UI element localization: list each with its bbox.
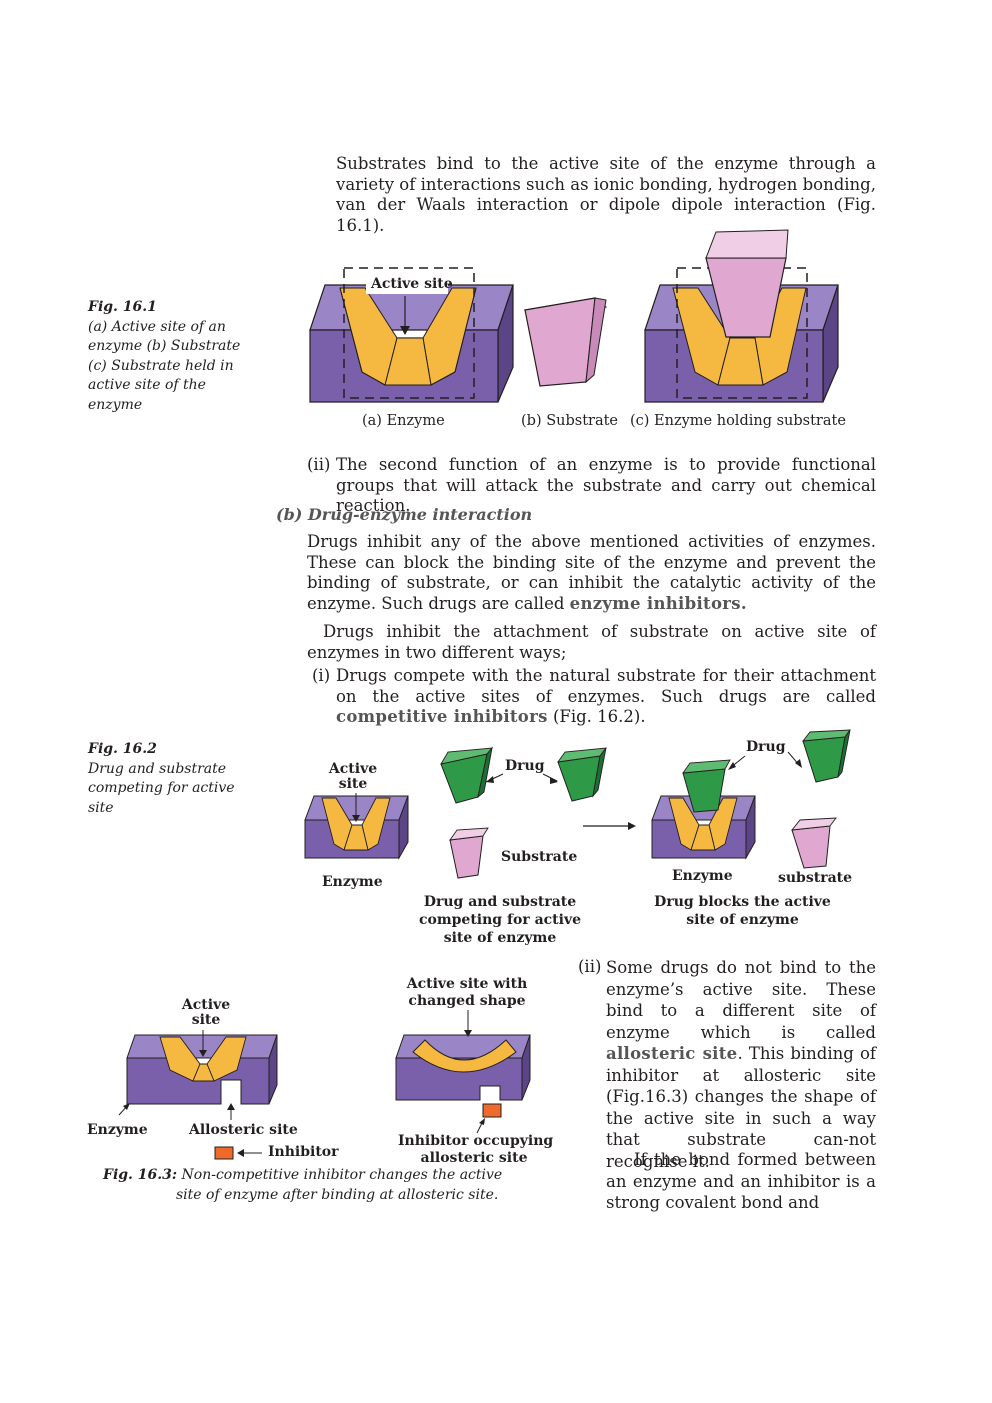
point-ii-text: The second function of an enzyme is to p…: [336, 455, 876, 515]
label-b-substrate: (b) Substrate: [521, 413, 619, 429]
inhibitor-occupying-label: Inhibitor occupying allosteric site: [398, 1133, 554, 1167]
allosteric-site-label: Allosteric site: [189, 1122, 298, 1138]
point-i-marker: (i): [312, 666, 331, 685]
active-site-label-fig2: Active site: [326, 762, 380, 792]
fig-16-1-number: Fig. 16.1: [88, 299, 157, 315]
point-i-body: Drugs compete with the natural substrate…: [336, 666, 876, 706]
allosteric-site-term: allosteric site: [606, 1044, 738, 1063]
substrate-b-shape: [523, 297, 608, 387]
label-a-enzyme: (a) Enzyme: [362, 413, 445, 429]
fig-16-3-caption-text: Non-competitive inhibitor changes the ac…: [181, 1167, 503, 1183]
active-site-line: Active: [328, 761, 378, 777]
blocks-caption: Drug blocks the active site of enzyme: [650, 893, 835, 929]
active-site-label-fig3: Active site: [176, 998, 236, 1028]
point-i-text: Drugs compete with the natural substrate…: [336, 666, 876, 728]
inhibitor-label: Inhibitor: [268, 1144, 339, 1160]
section-b-heading: (b) Drug-enzyme interaction: [276, 505, 533, 524]
changed-shape-label: Active site with changed shape: [392, 976, 542, 1010]
enzyme-label-left: Enzyme: [322, 874, 383, 890]
active-site-label: Active site: [371, 276, 453, 292]
competing-caption: Drug and substrate competing for active …: [410, 893, 590, 947]
competing-line: site of enzyme: [443, 930, 557, 946]
fig-16-2-caption: Fig. 16.2 Drug and substrate competing f…: [88, 740, 278, 818]
competing-line: Drug and substrate: [423, 894, 577, 910]
intro-paragraph: Substrates bind to the active site of th…: [336, 154, 876, 235]
drug-middle-right-shape: [557, 747, 607, 802]
drug-right-shape: [802, 729, 851, 783]
point-ii2-text: Some drugs do not bind to the enzyme’s a…: [606, 957, 876, 1172]
enzyme-label-right: Enzyme: [672, 868, 733, 884]
label-c-enzyme-holding: (c) Enzyme holding substrate: [630, 413, 846, 429]
fig-16-3-caption-line-2: site of enzyme after binding at alloster…: [176, 1186, 499, 1203]
enzyme-inhibitors-term: enzyme inhibitors.: [569, 593, 747, 613]
last-paragraph: If the bond formed between an enzyme and…: [606, 1150, 876, 1212]
drug-label-middle: Drug: [505, 758, 545, 774]
fig-16-1-caption: Fig. 16.1 (a) Active site of an enzyme (…: [88, 298, 278, 415]
enzyme-label-fig3: Enzyme: [87, 1122, 148, 1138]
point-ii2-tail: . This binding of inhibitor at allosteri…: [606, 1044, 876, 1171]
fig-16-2-caption-line: site: [88, 799, 114, 816]
active-site-line: site: [191, 1012, 221, 1028]
drugs-paragraph-1: Drugs inhibit any of the above mentioned…: [307, 532, 876, 614]
changed-shape-line: Active site with: [406, 976, 528, 992]
enzyme-fig3-right-shape: [395, 1010, 531, 1134]
competing-line: competing for active: [418, 912, 582, 928]
enzyme-fig3-left-shape: [118, 1030, 278, 1160]
substrate-middle-shape: [449, 827, 489, 879]
active-site-line: Active: [181, 997, 231, 1013]
point-i-tail: (Fig. 16.2).: [547, 707, 646, 726]
fig-16-1-caption-line: enzyme (b) Substrate: [88, 338, 241, 354]
drug-label-right: Drug: [746, 739, 786, 755]
fig-16-3-number: Fig. 16.3:: [103, 1167, 178, 1183]
blocks-line: site of enzyme: [686, 912, 799, 928]
occupying-line: Inhibitor occupying: [398, 1133, 554, 1149]
enzyme-c-shape: [644, 229, 839, 403]
substrate-right-shape: [790, 817, 837, 869]
fig-16-3-caption: Fig. 16.3: Non-competitive inhibitor cha…: [103, 1166, 553, 1205]
active-site-line: site: [338, 776, 368, 792]
fig-16-1-illustration: [309, 229, 839, 403]
enzyme-a-shape: [309, 267, 514, 403]
fig-16-2-caption-line: Drug and substrate: [88, 760, 227, 777]
changed-shape-line: changed shape: [408, 993, 526, 1009]
drug-middle-left-shape: [440, 746, 494, 804]
occupying-line: allosteric site: [420, 1150, 528, 1166]
point-ii2-body: Some drugs do not bind to the enzyme’s a…: [606, 958, 876, 1042]
enzyme-right-shape: [651, 759, 756, 860]
blocks-line: Drug blocks the active: [654, 894, 831, 910]
point-ii2-marker: (ii): [578, 957, 602, 976]
fig-16-2-number: Fig. 16.2: [88, 741, 157, 757]
point-ii-marker: (ii): [307, 455, 331, 474]
fig-16-1-caption-line: active site of the: [88, 377, 206, 393]
fig-16-3-caption-line-1: Fig. 16.3: Non-competitive inhibitor cha…: [103, 1166, 553, 1186]
drugs-paragraph-1-text: Drugs inhibit any of the above mentioned…: [307, 532, 876, 613]
substrate-label-right: substrate: [778, 870, 853, 886]
fig-16-2-caption-line: competing for active: [88, 780, 235, 796]
competitive-inhibitors-term: competitive inhibitors: [336, 707, 548, 726]
enzyme-left-shape: [304, 793, 409, 860]
fig-16-1-caption-line: (c) Substrate held in: [88, 357, 234, 374]
fig-16-2-illustration: [304, 729, 851, 879]
substrate-label-middle: Substrate: [501, 849, 578, 865]
drugs-paragraph-2: Drugs inhibit the attachment of substrat…: [307, 622, 876, 662]
fig-16-1-caption-line: enzyme: [88, 396, 143, 413]
fig-16-3-illustration: [118, 1010, 531, 1160]
fig-16-1-caption-line: (a) Active site of an: [88, 318, 226, 335]
